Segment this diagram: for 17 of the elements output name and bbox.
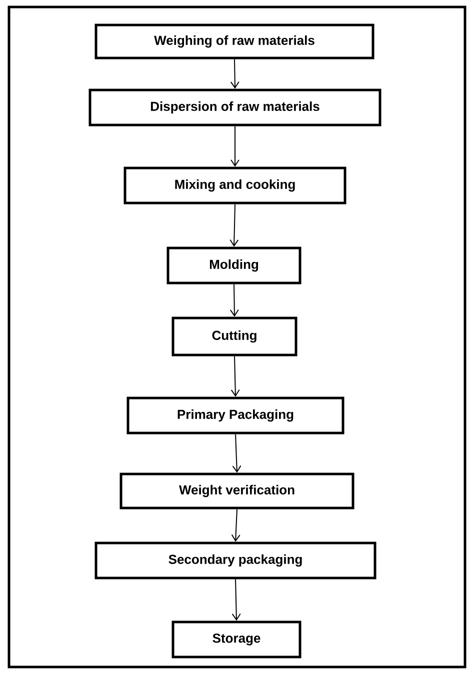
arrow	[230, 356, 240, 397]
arrow	[232, 434, 242, 473]
process-box: Storage	[172, 620, 302, 658]
process-box: Dispersion of raw materials	[88, 88, 382, 126]
process-box: Mixing and cooking	[124, 166, 346, 204]
process-box: Secondary packaging	[94, 542, 376, 580]
process-box: Primary Packaging	[126, 396, 344, 434]
arrow	[230, 126, 240, 167]
arrow	[230, 58, 240, 89]
process-box: Cutting	[172, 316, 298, 356]
arrow	[230, 204, 239, 247]
arrow	[231, 508, 240, 542]
arrow	[232, 578, 241, 621]
process-box: Molding	[166, 246, 302, 284]
arrow	[230, 284, 239, 317]
process-box: Weight verification	[120, 472, 354, 510]
process-box: Weighing of raw materials	[94, 24, 374, 60]
